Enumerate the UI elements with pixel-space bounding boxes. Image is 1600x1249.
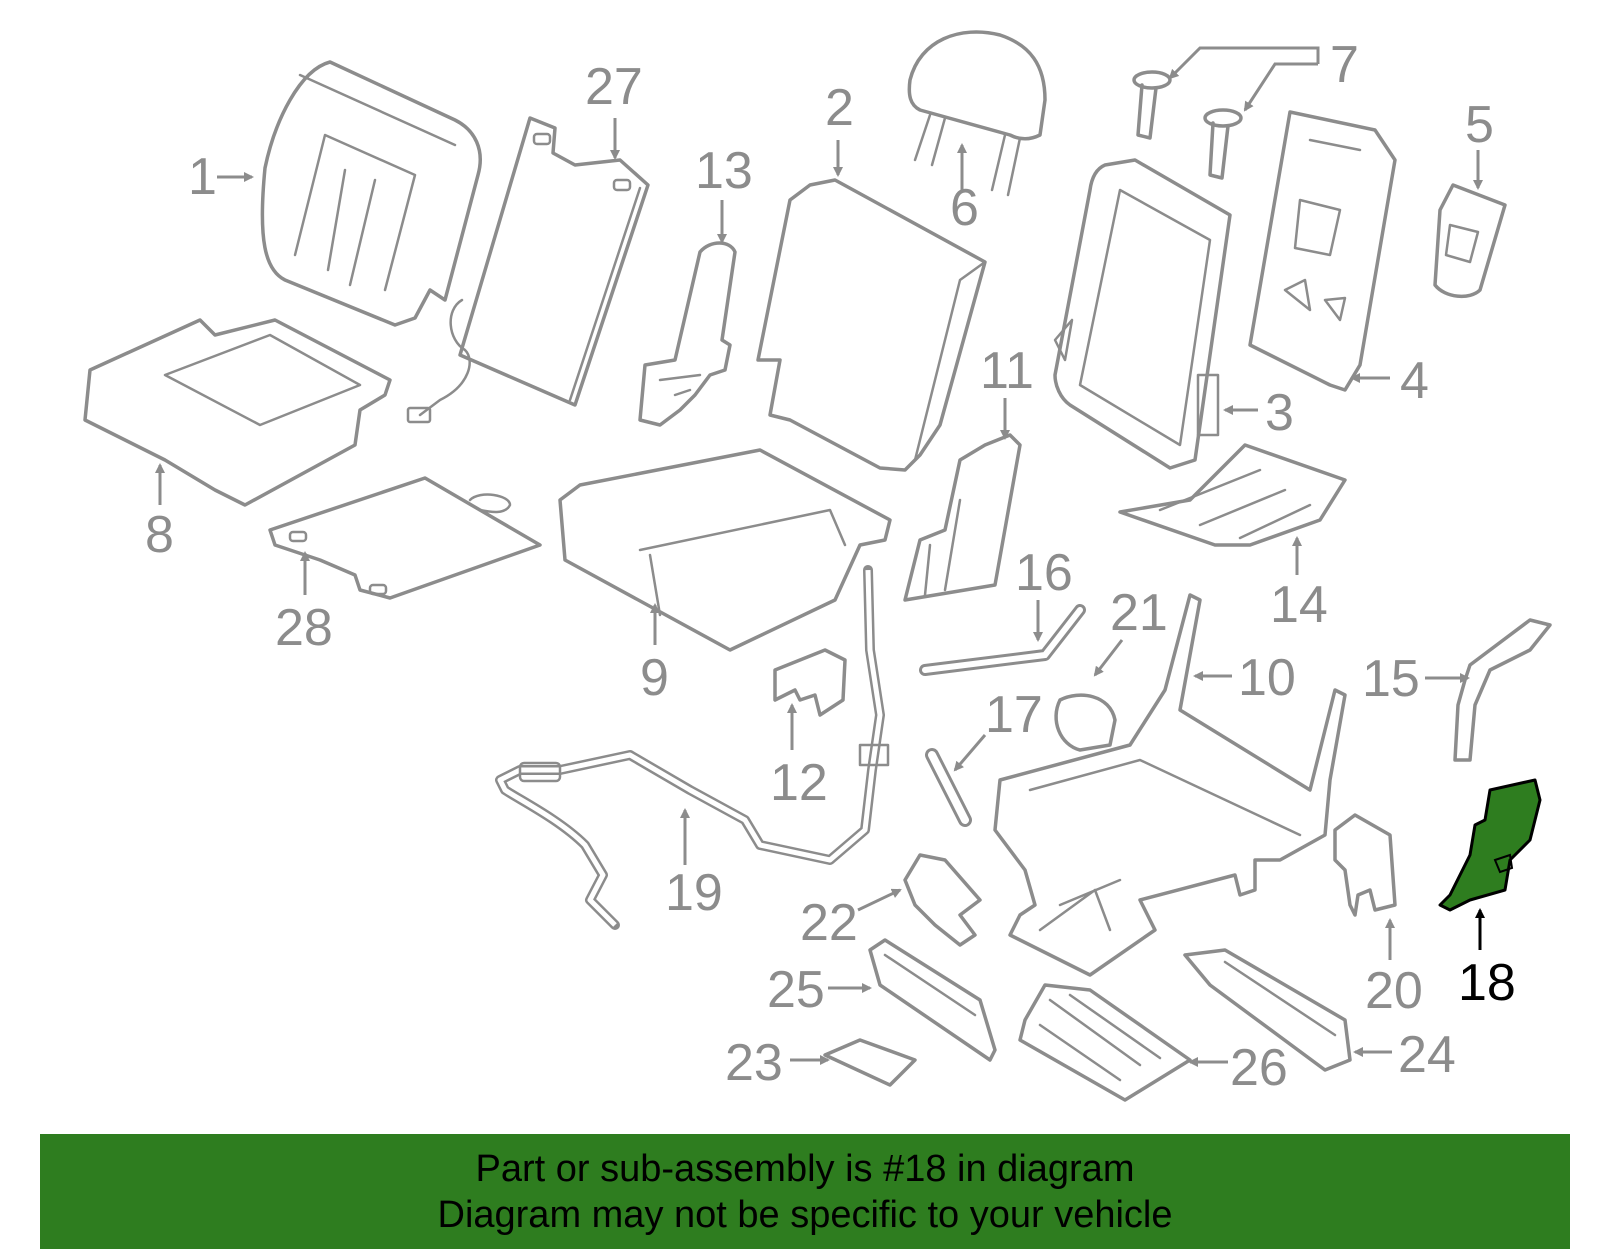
callout-20: 20 xyxy=(1365,962,1423,1020)
part-25-trim-bar[interactable] xyxy=(868,938,997,1062)
callout-23: 23 xyxy=(725,1034,783,1092)
callout-22: 22 xyxy=(800,894,858,952)
banner-line-1: Part or sub-assembly is #18 in diagram xyxy=(475,1147,1135,1190)
callout-26: 26 xyxy=(1230,1039,1288,1097)
callout-10: 10 xyxy=(1238,649,1296,707)
arrow-17 xyxy=(953,734,987,772)
part-12-bracket[interactable] xyxy=(773,648,847,717)
info-banner: Part or sub-assembly is #18 in diagram D… xyxy=(40,1134,1570,1249)
callout-6: 6 xyxy=(950,179,979,237)
callout-9: 9 xyxy=(640,649,669,707)
callout-4: 4 xyxy=(1400,352,1429,410)
part-1-seat-back-cover[interactable] xyxy=(260,60,482,327)
callout-3: 3 xyxy=(1265,384,1294,442)
part-21-cap[interactable] xyxy=(1054,693,1117,752)
part-22-clip[interactable] xyxy=(903,853,982,947)
part-3-back-frame[interactable] xyxy=(1053,158,1232,470)
callout-13: 13 xyxy=(695,142,753,200)
callout-7: 7 xyxy=(1330,36,1359,94)
callout-25: 25 xyxy=(767,961,825,1019)
part-24-side-bar[interactable] xyxy=(1183,948,1352,1072)
callout-28: 28 xyxy=(275,599,333,657)
callout-18: 18 xyxy=(1458,954,1516,1012)
callout-15: 15 xyxy=(1362,650,1420,708)
part-14-cushion-plate[interactable] xyxy=(1118,443,1347,547)
part-2-back-pad[interactable] xyxy=(756,178,987,472)
callout-24: 24 xyxy=(1398,1026,1456,1084)
callout-2: 2 xyxy=(825,79,854,137)
part-27-back-panel[interactable] xyxy=(406,116,650,424)
part-10-cushion-frame[interactable] xyxy=(993,593,1347,977)
part-26-lower-shield[interactable] xyxy=(1018,983,1192,1102)
arrow-7a xyxy=(1168,46,1320,80)
part-6-headrest[interactable] xyxy=(907,30,1047,197)
part-20-bracket[interactable] xyxy=(1333,813,1397,917)
part-28-heater-mat[interactable] xyxy=(268,476,542,600)
callout-8: 8 xyxy=(145,506,174,564)
callout-21: 21 xyxy=(1110,584,1168,642)
banner-line-2: Diagram may not be specific to your vehi… xyxy=(437,1193,1173,1236)
callout-27: 27 xyxy=(585,58,643,116)
callout-5: 5 xyxy=(1465,96,1494,154)
callout-11: 11 xyxy=(980,342,1034,400)
callout-17: 17 xyxy=(985,686,1043,744)
arrow-22 xyxy=(857,888,902,912)
part-15-lever[interactable] xyxy=(1453,618,1552,762)
arrow-21 xyxy=(1093,639,1124,677)
part-18-highlighted-trim[interactable] xyxy=(1438,778,1542,912)
callout-19: 19 xyxy=(665,864,723,922)
arrow-7b xyxy=(1243,62,1318,112)
callout-1: 1 xyxy=(188,148,217,206)
part-5-small-trim[interactable] xyxy=(1433,183,1507,298)
callout-16: 16 xyxy=(1015,544,1073,602)
callout-12: 12 xyxy=(770,754,828,812)
part-17-pin[interactable] xyxy=(925,748,972,827)
part-7-headrest-guides[interactable] xyxy=(1132,70,1243,180)
part-19-cable[interactable] xyxy=(495,565,890,930)
part-23-plate[interactable] xyxy=(823,1038,917,1087)
part-9-cushion-pad[interactable] xyxy=(558,448,892,652)
callout-14: 14 xyxy=(1270,576,1328,634)
part-11-side-shield[interactable] xyxy=(903,433,1022,602)
part-8-cushion-cover[interactable] xyxy=(83,318,392,507)
part-13-side-trim[interactable] xyxy=(638,241,737,427)
part-4-rear-panel[interactable] xyxy=(1248,110,1397,392)
part-16-rod[interactable] xyxy=(919,604,1086,676)
